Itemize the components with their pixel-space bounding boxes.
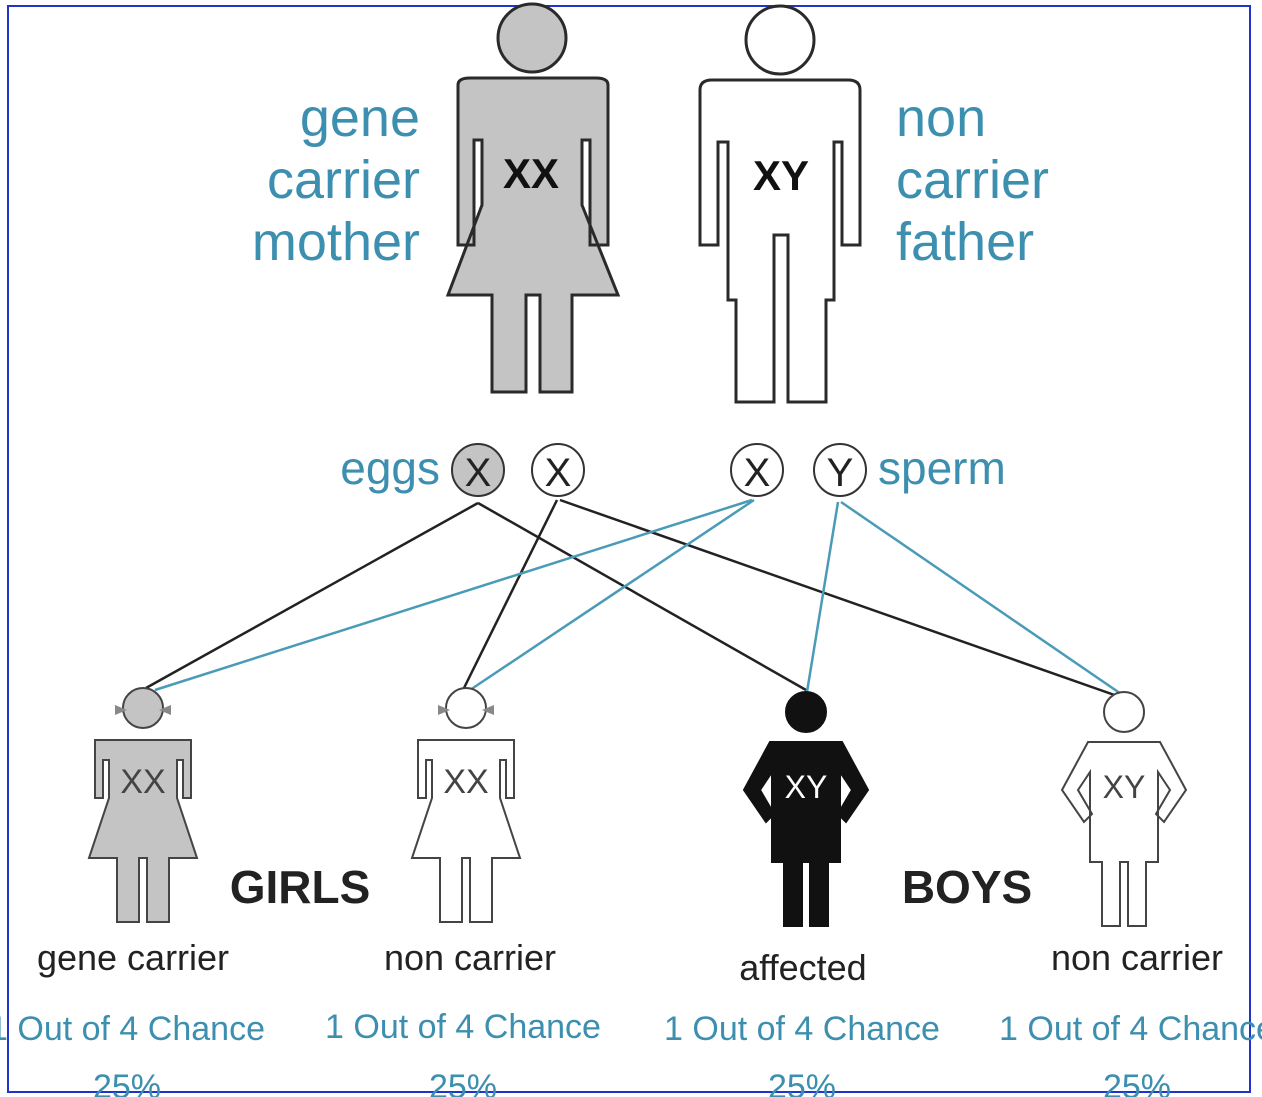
line-x-sperm-to-carrier-girl — [155, 500, 752, 690]
egg-normal: X — [532, 444, 584, 496]
carrier-girl-figure — [89, 688, 197, 922]
noncarrier-girl-chromosomes: XX — [443, 763, 488, 801]
noncarrier-boy-chance: 1 Out of 4 Chance — [999, 1010, 1262, 1048]
father-figure — [700, 6, 860, 402]
father-label: non carrier father — [896, 88, 1049, 272]
egg-carrier: X — [452, 444, 504, 496]
affected-boy-chromosomes: XY — [785, 769, 828, 805]
noncarrier-boy-figure — [1062, 692, 1186, 926]
noncarrier-girl-chance: 1 Out of 4 Chance — [325, 1008, 601, 1046]
mother-chromosomes: XX — [503, 150, 559, 197]
carrier-girl-percent: 25% — [93, 1068, 161, 1097]
noncarrier-girl-status: non carrier — [384, 937, 556, 978]
sperm-x-chromosome: X — [744, 451, 771, 495]
noncarrier-boy-percent: 25% — [1103, 1068, 1171, 1097]
mother-label: gene carrier mother — [252, 88, 420, 272]
affected-boy-percent: 25% — [768, 1068, 836, 1097]
father-label-line-2: carrier — [896, 150, 1049, 210]
sperm-y-chromosome: Y — [827, 451, 854, 495]
father-label-line-3: father — [896, 212, 1034, 272]
noncarrier-boy-status: non carrier — [1051, 937, 1223, 978]
line-normal-egg-to-noncarrier-girl — [463, 500, 557, 690]
boys-label: BOYS — [902, 861, 1032, 913]
line-y-sperm-to-noncarrier-boy — [841, 502, 1127, 698]
father-label-line-1: non — [896, 88, 986, 148]
egg-normal-chromosome: X — [545, 451, 572, 495]
mother-label-line-3: mother — [252, 212, 420, 272]
mother-figure — [448, 4, 618, 392]
sperm-y: Y — [814, 444, 866, 496]
line-carrier-egg-to-carrier-girl — [146, 503, 478, 688]
mother-label-line-1: gene — [300, 88, 420, 148]
carrier-girl-chance: 1 Out of 4 Chance — [0, 1010, 265, 1048]
sperm-x: X — [731, 444, 783, 496]
eggs-label: eggs — [340, 442, 440, 494]
sperm-label: sperm — [878, 442, 1006, 494]
carrier-girl-status: gene carrier — [37, 937, 229, 978]
inheritance-lines — [146, 500, 1127, 698]
girls-label: GIRLS — [230, 861, 371, 913]
carrier-girl-chromosomes: XX — [120, 763, 165, 801]
affected-boy-chance: 1 Out of 4 Chance — [664, 1010, 940, 1048]
father-chromosomes: XY — [753, 152, 809, 199]
mother-label-line-2: carrier — [267, 150, 420, 210]
line-carrier-egg-to-affected-boy — [478, 503, 806, 690]
noncarrier-girl-percent: 25% — [429, 1068, 497, 1097]
affected-boy-status: affected — [739, 947, 866, 988]
affected-boy-figure — [744, 692, 868, 926]
noncarrier-girl-figure — [412, 688, 520, 922]
egg-carrier-chromosome: X — [465, 451, 492, 495]
child-captions: gene carrier non carrier affected non ca… — [0, 937, 1262, 1097]
noncarrier-boy-chromosomes: XY — [1103, 769, 1146, 805]
